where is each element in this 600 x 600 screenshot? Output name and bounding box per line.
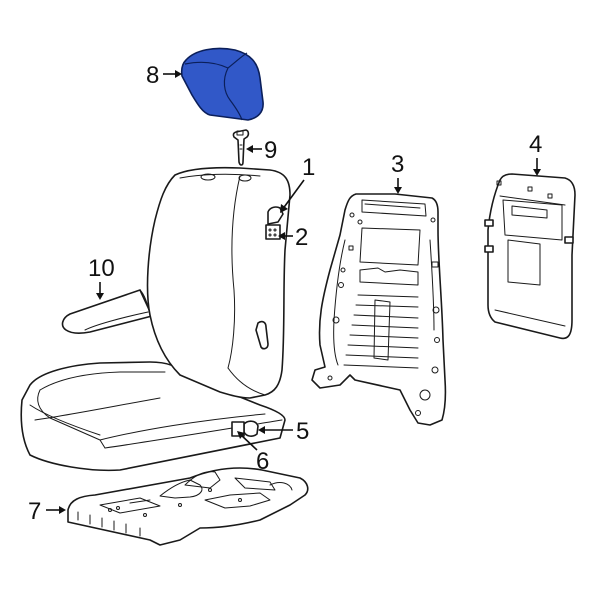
callout-label-6: 6 bbox=[256, 448, 269, 475]
headrest[interactable] bbox=[180, 47, 264, 121]
callout-label-1: 1 bbox=[302, 154, 315, 181]
seat-back-clip[interactable] bbox=[265, 224, 281, 240]
callout-label-10: 10 bbox=[88, 255, 115, 282]
seat-back-frame[interactable] bbox=[311, 193, 447, 426]
callout-label-7: 7 bbox=[28, 498, 41, 525]
callout-9: 9 bbox=[246, 137, 277, 164]
armrest[interactable] bbox=[61, 289, 153, 335]
headrest-guide[interactable] bbox=[232, 129, 250, 166]
callout-label-3: 3 bbox=[391, 151, 404, 178]
callout-7: 7 bbox=[28, 498, 66, 525]
seat-cushion-side-trim[interactable] bbox=[243, 420, 259, 437]
seat-back-adjuster-bracket[interactable] bbox=[267, 206, 284, 225]
callout-2: 2 bbox=[278, 224, 308, 251]
seat-back[interactable] bbox=[146, 166, 291, 399]
callout-label-8: 8 bbox=[146, 62, 159, 89]
callout-label-9: 9 bbox=[264, 137, 277, 164]
callout-5: 5 bbox=[258, 418, 309, 445]
callout-1: 1 bbox=[280, 154, 315, 213]
callout-3: 3 bbox=[391, 151, 404, 194]
callout-8: 8 bbox=[146, 62, 182, 89]
callout-label-5: 5 bbox=[296, 418, 309, 445]
callout-6: 6 bbox=[237, 431, 269, 475]
seat-cushion-frame[interactable] bbox=[67, 467, 309, 546]
seat-back-panel[interactable] bbox=[484, 173, 576, 340]
callout-label-2: 2 bbox=[295, 224, 308, 251]
callout-10: 10 bbox=[88, 255, 115, 300]
callout-4: 4 bbox=[529, 131, 542, 176]
callout-label-4: 4 bbox=[529, 131, 542, 158]
